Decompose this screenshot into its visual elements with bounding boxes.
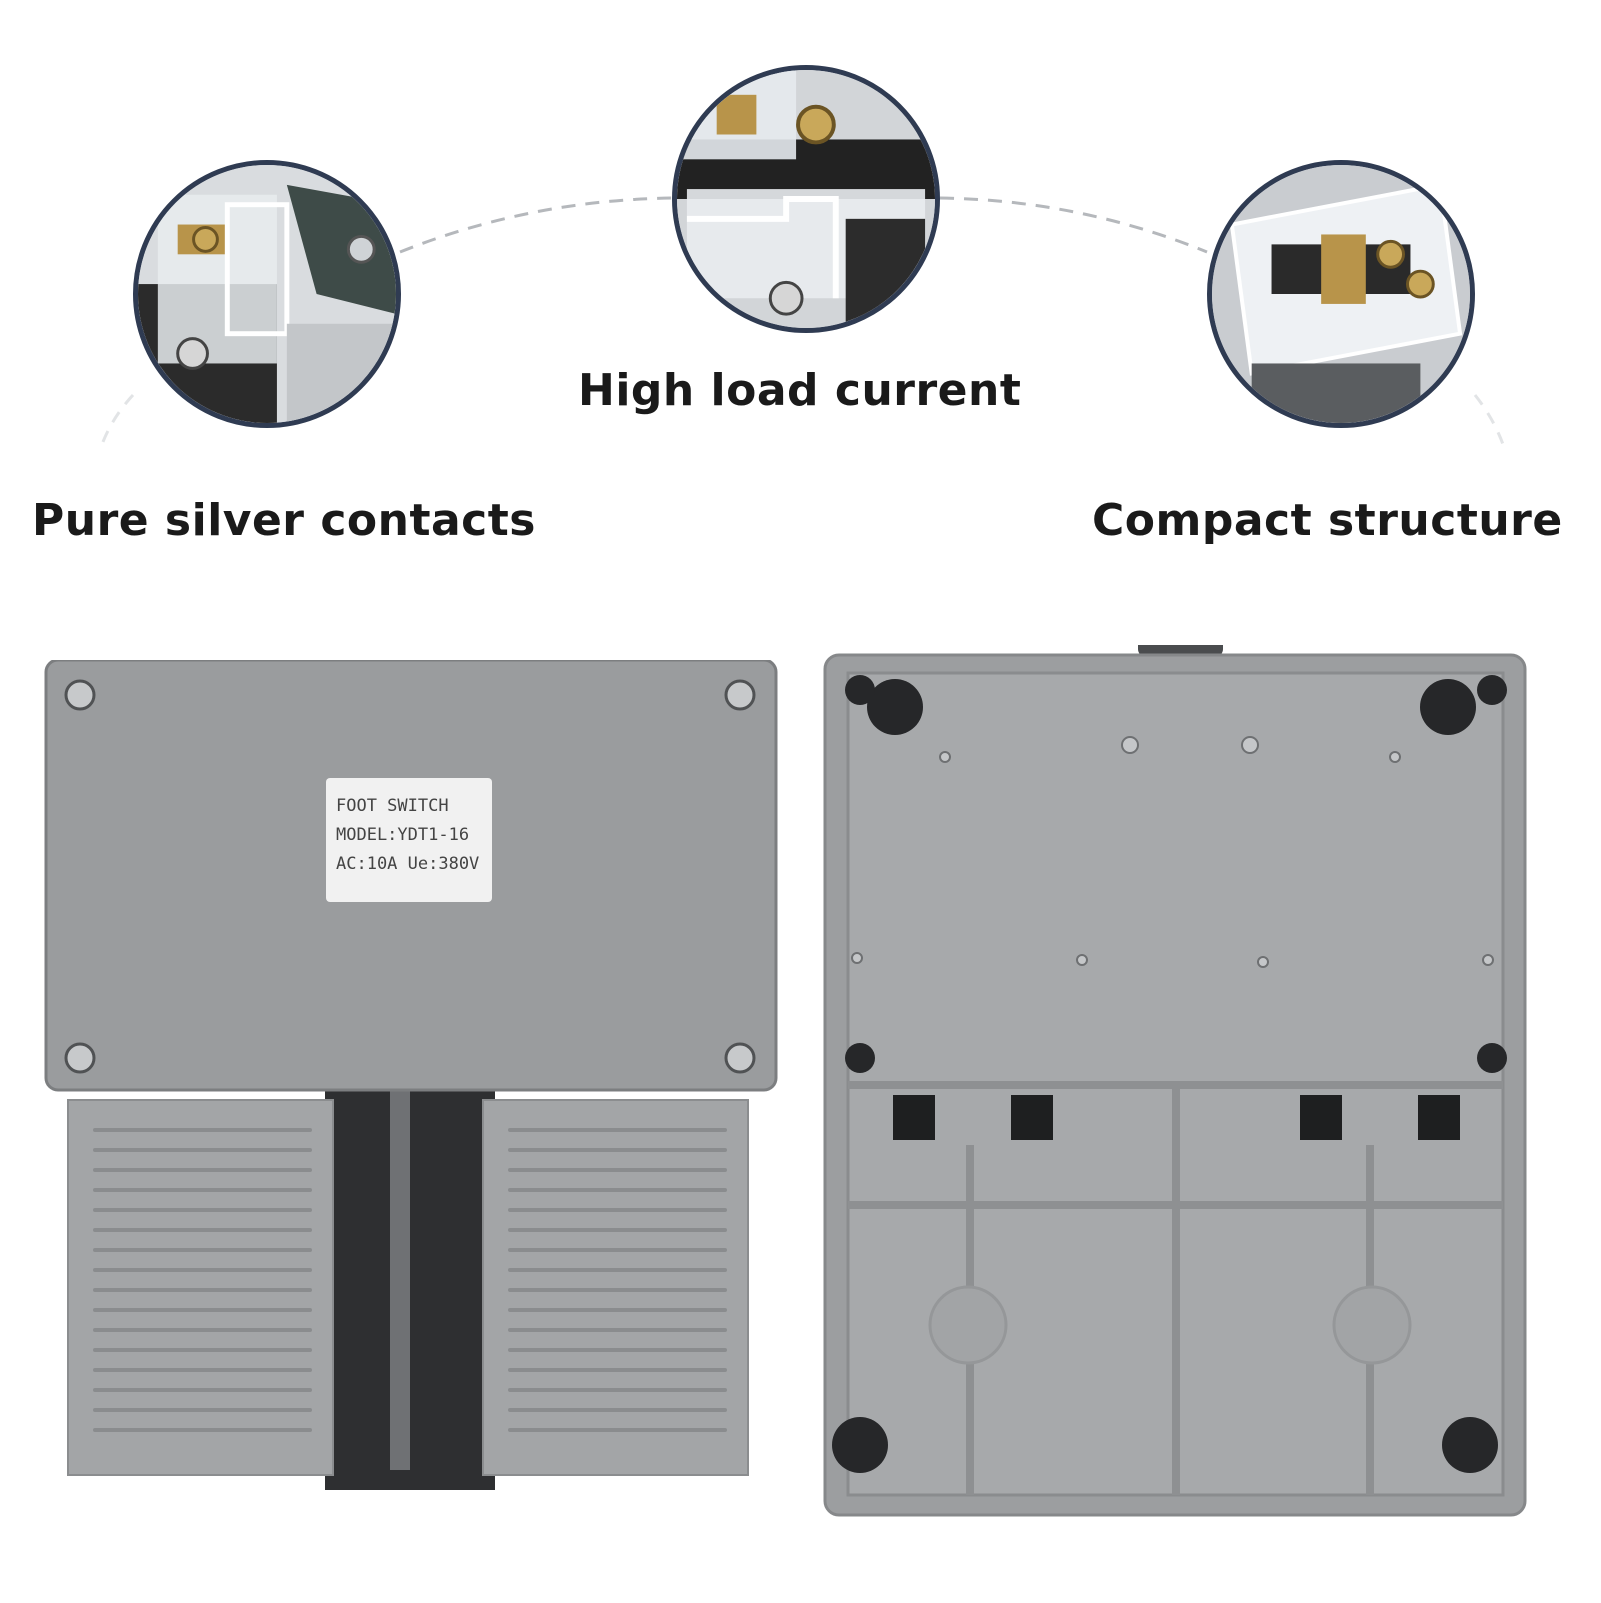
- product-label-rating: AC:10A Ue:380V: [336, 854, 480, 874]
- foot-switch-back-view: [820, 635, 1560, 1525]
- product-label-sticker: FOOT SWITCH MODEL:YDT1-16 AC:10A Ue:380V: [326, 778, 492, 902]
- contacts-closeup-image-right: [1207, 160, 1475, 428]
- contacts-closeup-image-center: [672, 65, 940, 333]
- feature-label-compact-structure: Compact structure: [1092, 495, 1563, 546]
- product-label-model: MODEL:YDT1-16: [336, 825, 470, 845]
- contacts-closeup-image-left: [133, 160, 401, 428]
- foot-switch-back-illustration: [823, 635, 1527, 1517]
- feature-label-pure-silver-contacts: Pure silver contacts: [32, 495, 536, 546]
- foot-switch-front-view: FOOT SWITCH MODEL:YDT1-16 AC:10A Ue:380V: [40, 652, 780, 1520]
- product-label-title: FOOT SWITCH: [336, 796, 449, 816]
- feature-label-high-load-current: High load current: [578, 365, 1022, 416]
